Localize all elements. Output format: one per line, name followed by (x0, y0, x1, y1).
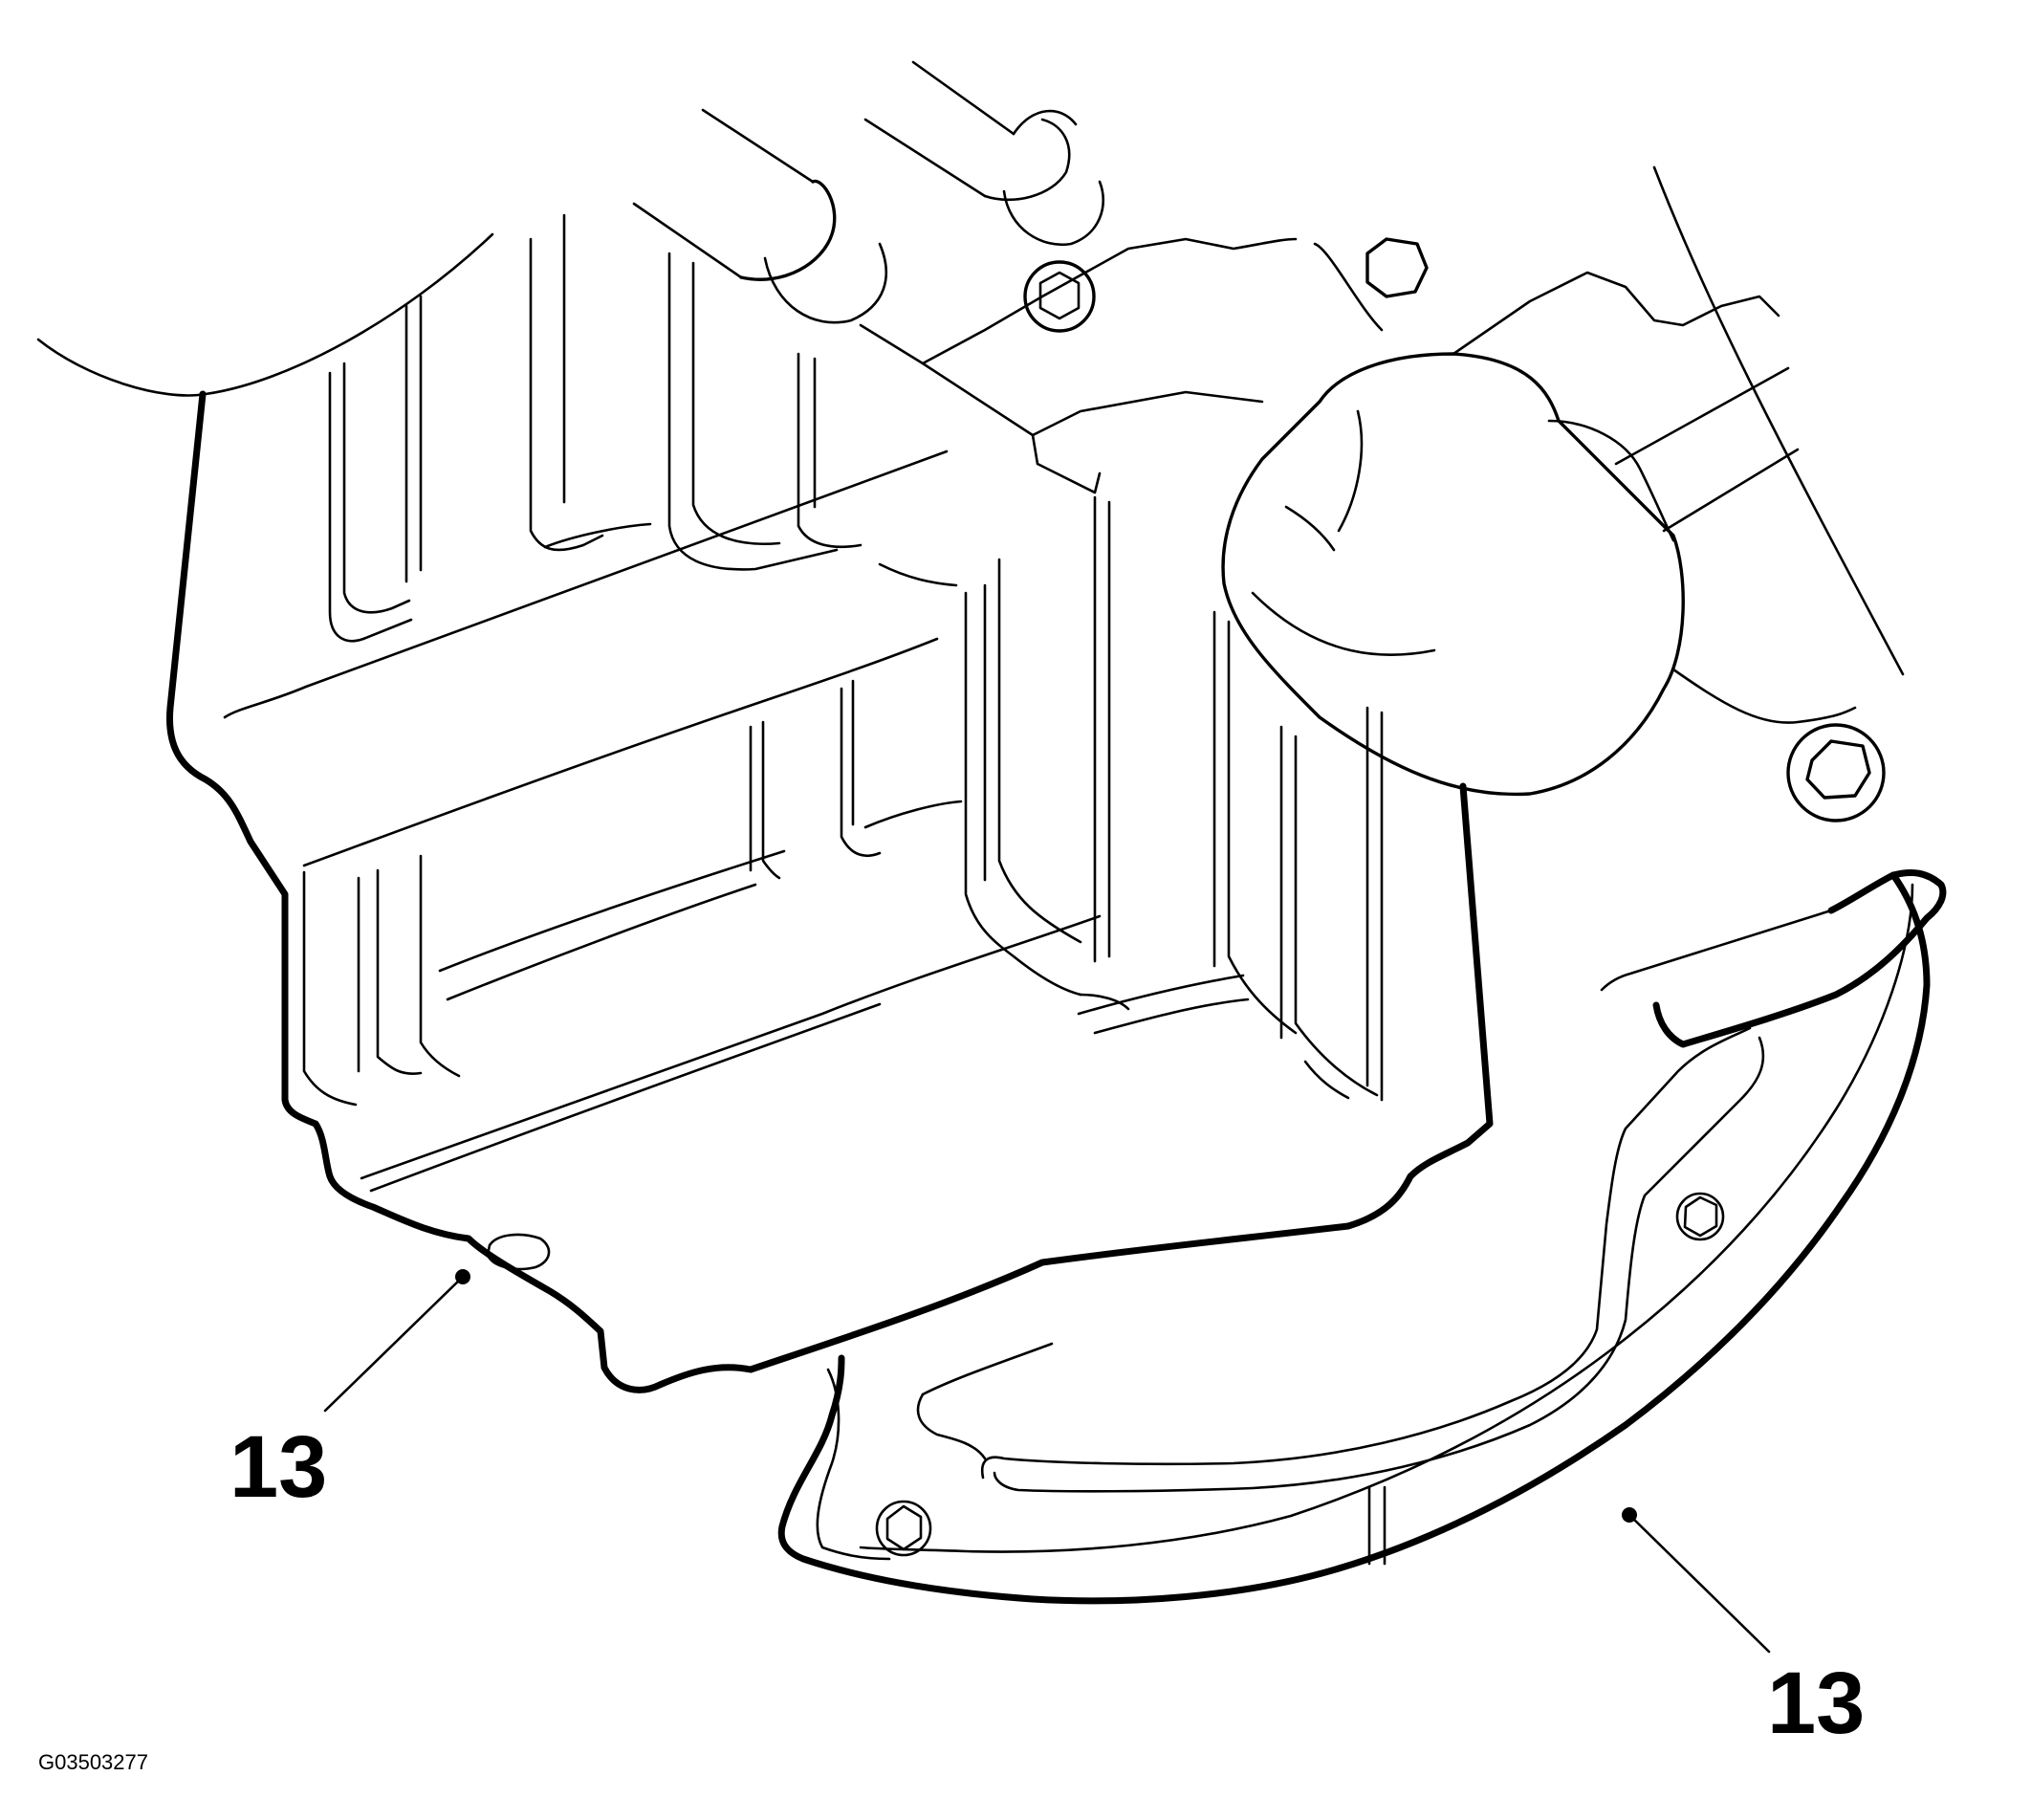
leader-line-right (1627, 1513, 1771, 1654)
engine-block (36, 165, 1905, 676)
callout-label-right: 13 (1767, 1655, 1866, 1752)
callout-leaders (323, 1269, 1771, 1654)
oil-pan-shield (777, 869, 1947, 1605)
callout-label-left: 13 (229, 1418, 328, 1516)
figure-id: G03503277 (38, 1750, 148, 1774)
oil-pan (165, 213, 1494, 1393)
mounting-bolt (1786, 723, 1886, 822)
oil-filter-assembly (632, 60, 1857, 797)
leader-line-left (323, 1275, 465, 1413)
